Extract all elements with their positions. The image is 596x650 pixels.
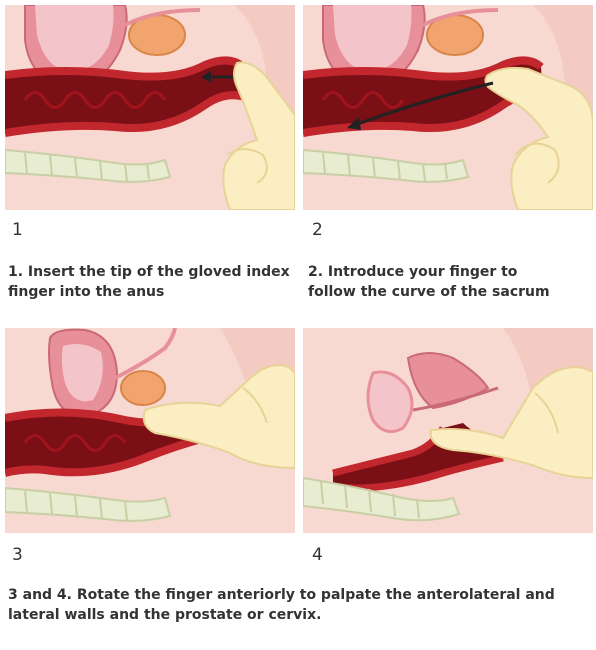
step-4-illustration: [303, 328, 593, 533]
steps-3-4-caption: 3 and 4. Rotate the finger anteriorly to…: [8, 587, 555, 623]
step-3-illustration: [5, 328, 295, 533]
step-1-caption: 1. Insert the tip of the gloved index fi…: [8, 264, 290, 300]
step-3-number: 3: [12, 545, 23, 565]
step-2-illustration: [303, 5, 593, 210]
step-1-illustration: [5, 5, 295, 210]
step-2-caption: 2. Introduce your finger to follow the c…: [308, 264, 550, 300]
anatomy-cross-section-icon: [303, 328, 593, 533]
anatomy-cross-section-icon: [5, 328, 295, 533]
direction-arrow-icon: [354, 81, 494, 127]
step-1-number: 1: [12, 220, 23, 240]
anatomy-cross-section-icon: [303, 5, 593, 210]
step-2-number: 2: [312, 220, 323, 240]
step-4-number: 4: [312, 545, 323, 565]
anatomy-cross-section-icon: [5, 5, 295, 210]
